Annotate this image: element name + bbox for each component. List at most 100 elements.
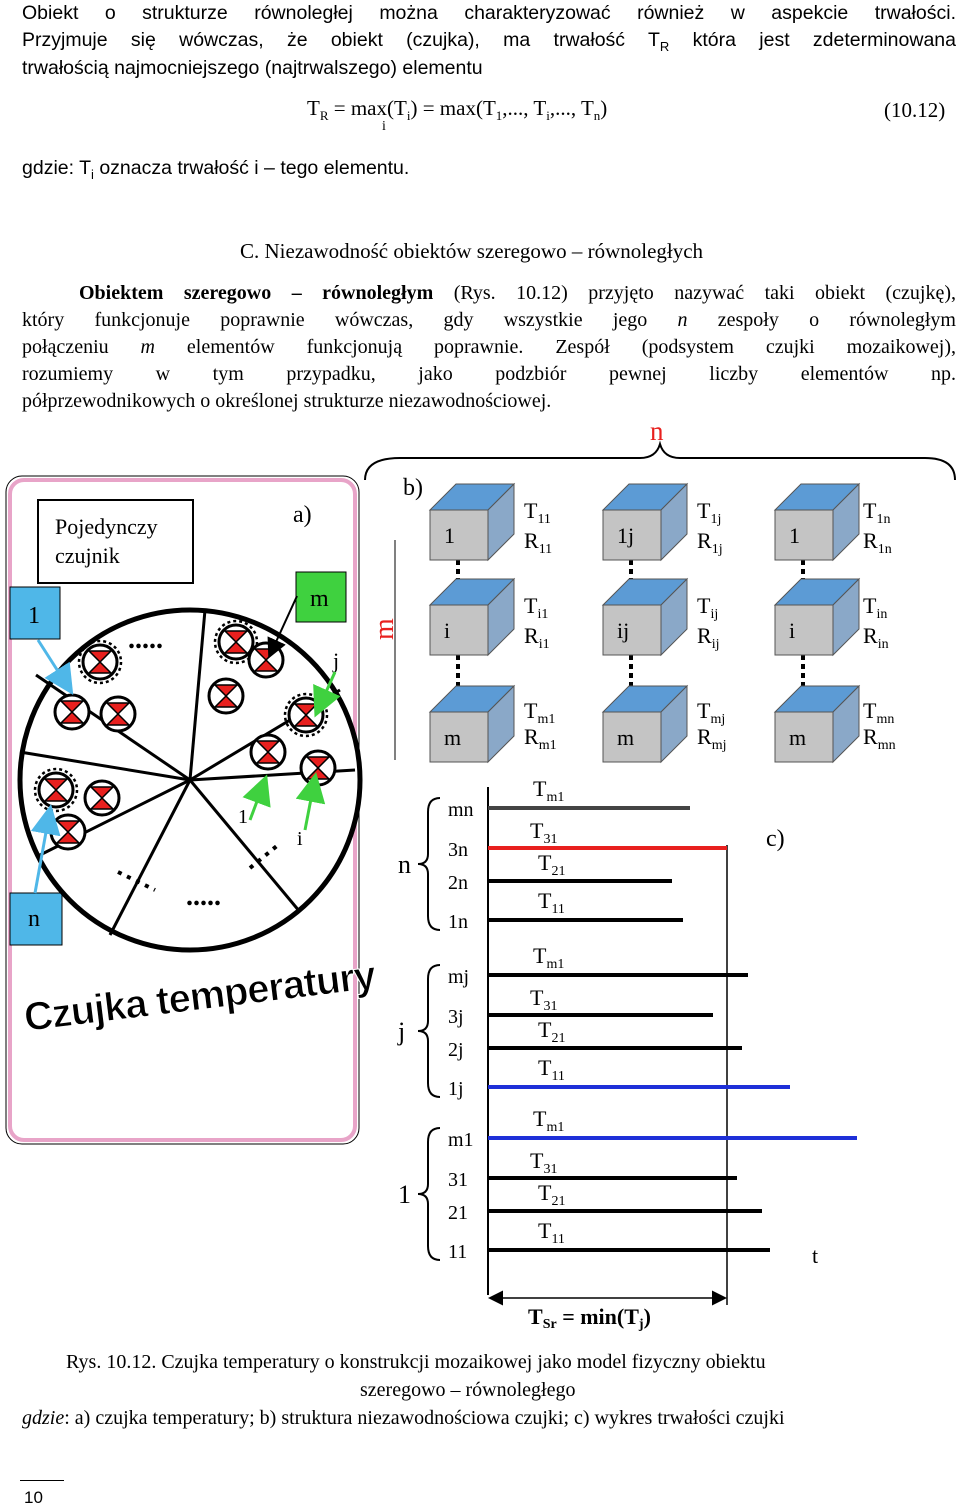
dots-diag-1: [248, 843, 280, 870]
cube-t-label-sub: m1: [537, 712, 555, 727]
cube-t-label: Tin: [863, 593, 887, 622]
body-line-4: rozumiemy w tym przypadku, jako podzbiór…: [22, 363, 956, 385]
reliability-cube: m: [428, 684, 516, 764]
cube-t-label-base: T: [863, 698, 877, 723]
dots-bottom: .....: [186, 881, 221, 912]
label-1: 1: [28, 603, 40, 629]
gdzie-sub: i: [91, 166, 94, 182]
bar-t-label: Tm1: [533, 1106, 564, 1135]
cube-label: ij: [617, 618, 629, 643]
bar-t-base: T: [533, 776, 547, 801]
tsr-sub: Sr: [543, 1317, 557, 1332]
bar-t-base: T: [533, 943, 547, 968]
group-brace: [417, 1127, 441, 1261]
sensor-hourglass: [43, 778, 69, 802]
cube-front: [774, 509, 834, 561]
lifetime-bars: nmnTm13nT312nT211nT11jmjTm13jT312jT211jT…: [397, 776, 857, 1263]
panel-b: b) m 1imT11R11Ti1Ri1Tm1Rm11jijmT1jR1jTij…: [369, 475, 896, 764]
reliability-cube: ij: [601, 577, 689, 657]
label-j: j: [332, 648, 339, 673]
cube-r-label: Ri1: [524, 623, 550, 652]
intro-line-2-a: Przyjmuje się wówczas, że obiekt (czujka…: [22, 28, 660, 51]
formula: TR = max(Ti) = max(T1,..., Ti,..., Tn): [307, 96, 607, 124]
tsr-b: = min(T: [557, 1304, 640, 1329]
row-label: 31: [448, 1169, 468, 1191]
reliability-cube: 1j: [601, 482, 689, 562]
sensor-icon: [83, 779, 121, 817]
cube-r-label-sub: 1j: [712, 542, 723, 557]
formula-rhs-end: ): [600, 96, 608, 120]
formula-rhs: ) = max(T: [410, 96, 496, 120]
page-number: 10: [24, 1488, 43, 1507]
bar-t-base: T: [538, 1218, 552, 1243]
cube-r-label-sub: in: [878, 637, 889, 652]
cube-t-label-base: T: [697, 498, 711, 523]
bar-t-sub: 21: [551, 1194, 565, 1209]
body-line-2-a: który funkcjonuje poprawnie wówczas, gdy…: [22, 309, 678, 331]
bar-t-base: T: [530, 1148, 544, 1173]
formula-under-i: i: [382, 119, 386, 134]
dots-top: .....: [128, 624, 163, 655]
bar-t-label: T11: [538, 1055, 565, 1084]
bar-t-label: T21: [538, 1017, 565, 1046]
cube-front: [429, 509, 489, 561]
cube-r-label-sub: 11: [539, 542, 552, 557]
cube-front: [774, 604, 834, 656]
bar-t-sub: 11: [551, 1069, 564, 1084]
c-tsr-label: TSr = min(Tj): [528, 1304, 651, 1332]
body-bold-lead: Obiektem szeregowo – równoległym: [79, 282, 434, 304]
row-label: 2n: [448, 872, 468, 894]
cube-r-label-sub: i1: [539, 637, 550, 652]
caption-line-3-rest: : a) czujka temperatury; b) struktura ni…: [64, 1407, 785, 1429]
bar-t-base: T: [538, 1017, 552, 1042]
group-name: j: [397, 1017, 405, 1046]
intro-paragraph: Obiekt o strukturze równoległej można ch…: [22, 0, 956, 60]
top-n-label: n: [650, 416, 664, 446]
sensor-icon: [247, 641, 285, 679]
cube-t-label: T1n: [863, 498, 890, 527]
body-line-2: który funkcjonuje poprawnie wówczas, gdy…: [22, 307, 956, 334]
cube-r-label: R11: [524, 528, 552, 557]
cube-t-label: Tm1: [524, 698, 555, 727]
cube-front: [774, 711, 834, 763]
intro-line-2-sub: R: [659, 38, 670, 54]
caption-line-1: Rys. 10.12. Czujka temperatury o konstru…: [66, 1351, 766, 1373]
bar-t-base: T: [530, 818, 544, 843]
formula-rhs-sub3: n: [593, 108, 601, 124]
bar-t-label: T31: [530, 1148, 557, 1177]
cube-label: 1: [444, 523, 455, 548]
row-label: 21: [448, 1202, 468, 1224]
bar-t-base: T: [530, 985, 544, 1010]
dots-diag-2: [117, 870, 156, 892]
cube-t-label-base: T: [697, 698, 711, 723]
sensor-halo: [213, 619, 259, 665]
cube-r-label-base: R: [524, 724, 539, 749]
cube-front: [602, 509, 662, 561]
intro-line-3: trwałością najmocniejszego (najtrwalszeg…: [22, 57, 483, 79]
cube-front: [602, 604, 662, 656]
footer-rule: [20, 1480, 64, 1481]
body-line-2-n: n: [677, 309, 688, 331]
sensor-hourglass: [213, 684, 239, 708]
section-heading: C. Niezawodność obiektów szeregowo – rów…: [240, 239, 704, 263]
bar-t-label: T31: [530, 818, 557, 847]
bar-t-sub: 21: [551, 1031, 565, 1046]
sensor-hourglass: [255, 740, 281, 764]
arrow-1: [36, 639, 74, 696]
bar-t-label: Tm1: [533, 943, 564, 972]
cube-t-label: Tmn: [863, 698, 894, 727]
arrow-1-inner: [242, 774, 271, 821]
cube-r-label-sub: ij: [712, 637, 720, 652]
cube-r-label-base: R: [863, 724, 878, 749]
cube-r-label-base: R: [697, 724, 712, 749]
cube-r-label-sub: mj: [712, 738, 727, 753]
caption-line-2: szeregowo – równoległego: [360, 1379, 576, 1401]
arrow-i-inner: [295, 772, 326, 831]
cube-t-label: T1j: [697, 498, 721, 527]
label-i-inner: i: [297, 828, 303, 850]
arrow-n: [30, 804, 61, 894]
sensor-icon: [99, 695, 137, 733]
cube-t-label-sub: 11: [537, 512, 550, 527]
cube-r-label-base: R: [863, 623, 878, 648]
